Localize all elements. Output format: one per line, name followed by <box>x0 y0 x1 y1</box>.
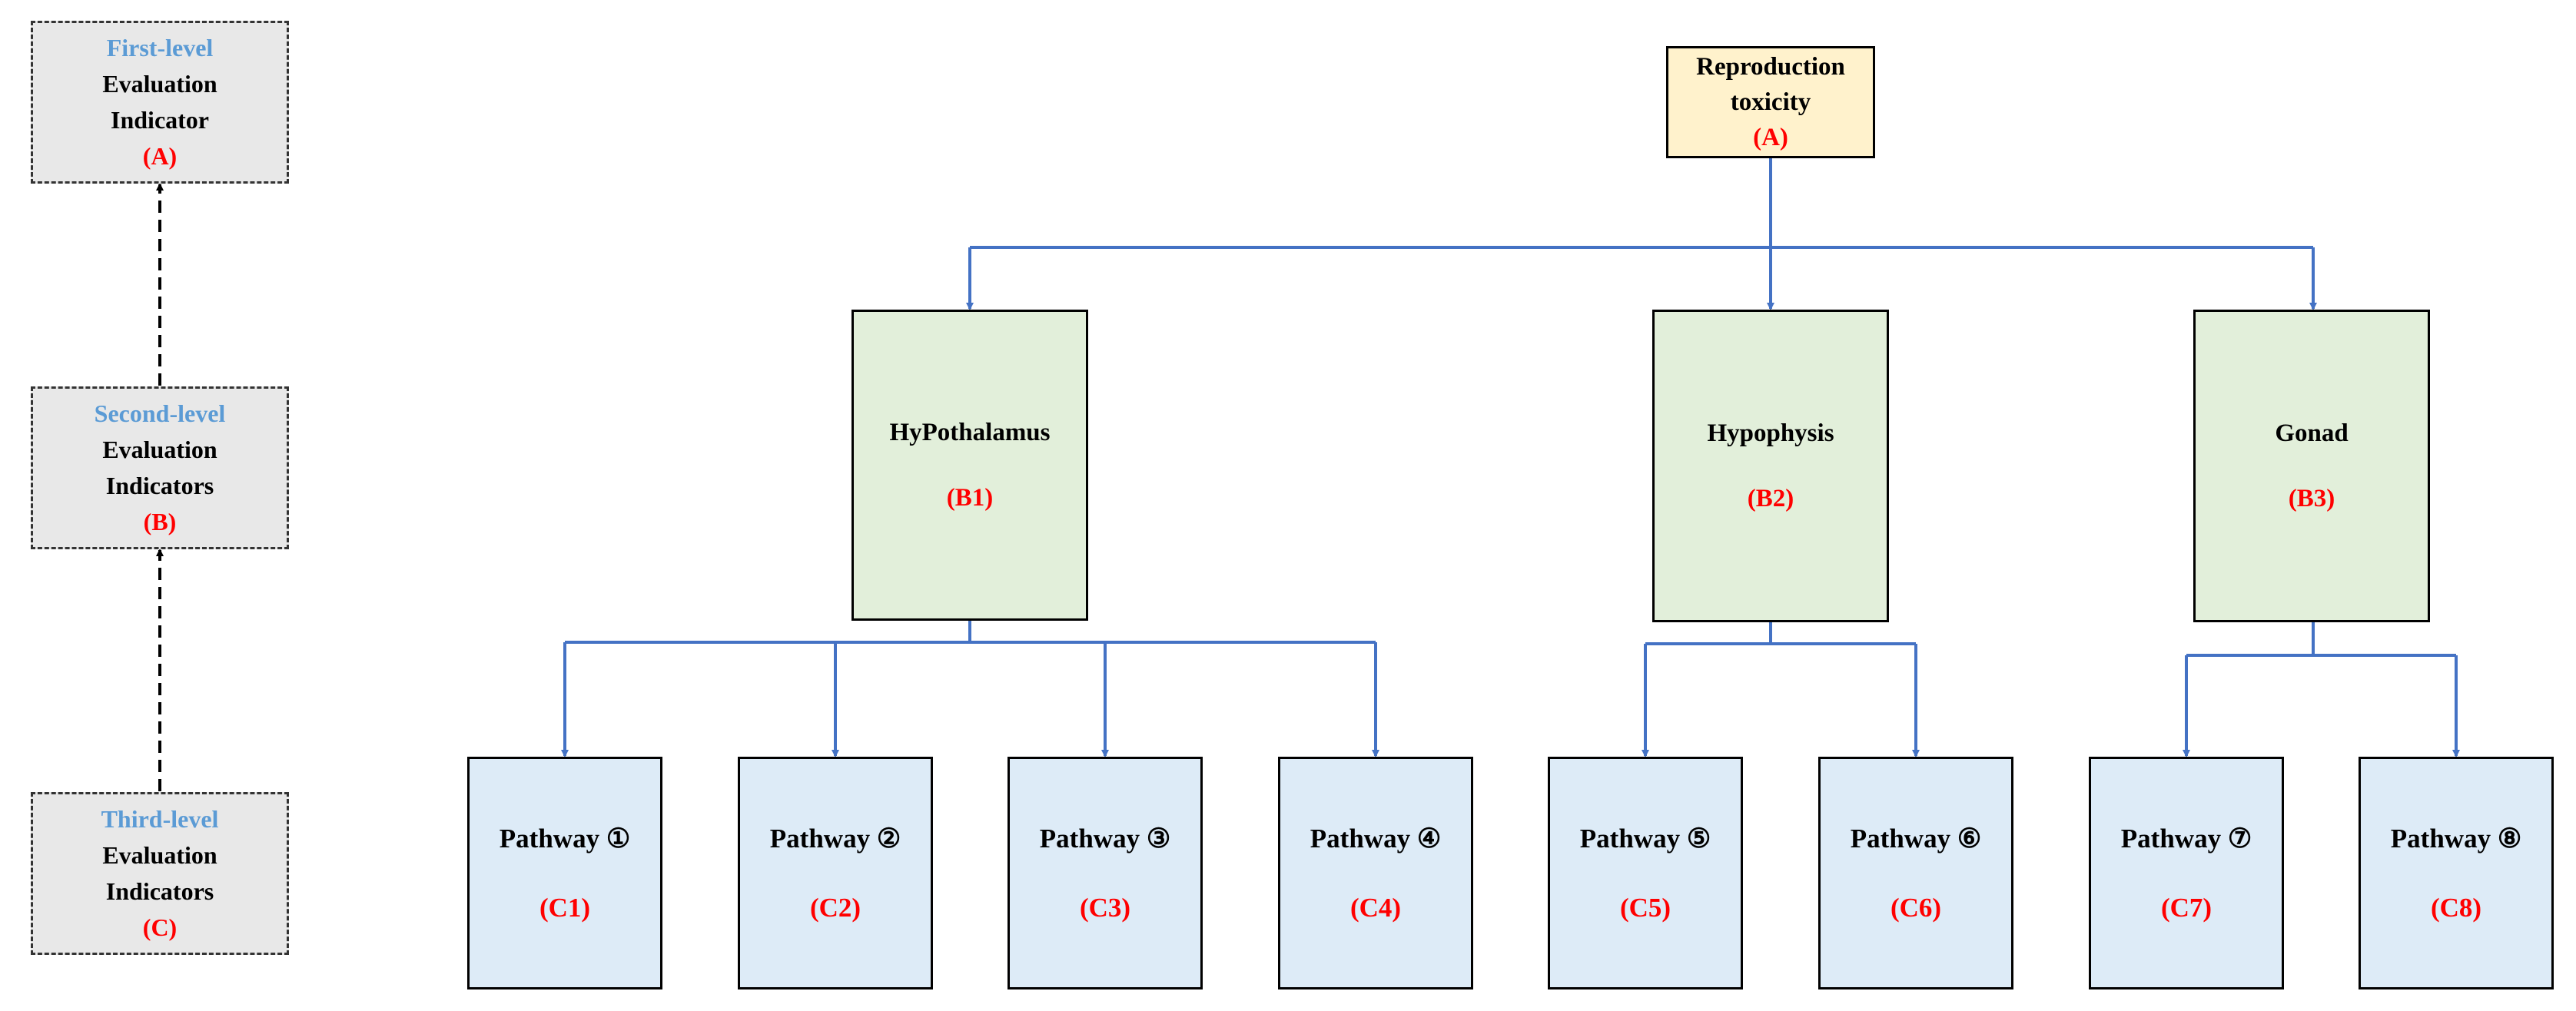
third-level-node-c8: Pathway ⑧ (C8) <box>2359 757 2554 989</box>
third-level-node-c6: Pathway ⑥ (C6) <box>1818 757 2013 989</box>
root-node: Reproduction toxicity (A) <box>1666 46 1875 158</box>
root-connectors <box>966 157 2317 310</box>
node-label: Hypophysis <box>1707 419 1834 447</box>
legend-level-label: First-level <box>106 34 214 61</box>
node-code: (C1) <box>539 892 591 923</box>
second-level-node-b3: Gonad (B3) <box>2193 310 2430 622</box>
third-level-node-c7: Pathway ⑦ (C7) <box>2089 757 2284 989</box>
node-label: Pathway ① <box>499 823 631 854</box>
legend-text-line: Evaluation <box>102 841 217 869</box>
root-code: (A) <box>1753 124 1788 151</box>
node-label: Pathway ② <box>769 823 901 854</box>
node-label: Pathway ③ <box>1039 823 1171 854</box>
legend-text-line: Evaluation <box>102 436 217 463</box>
legend-level-label: Second-level <box>94 399 226 427</box>
node-label: HyPothalamus <box>889 418 1051 446</box>
third-level-node-c3: Pathway ③ (C3) <box>1007 757 1203 989</box>
legend-third-level: Third-level Evaluation Indicators (C) <box>31 792 289 955</box>
node-code: (C4) <box>1349 892 1402 923</box>
node-code: (C7) <box>2160 892 2213 923</box>
node-label: Pathway ⑤ <box>1579 823 1711 854</box>
second-level-node-b1: HyPothalamus (B1) <box>851 310 1088 621</box>
node-label: Pathway ④ <box>1310 823 1442 854</box>
node-label: Pathway ⑧ <box>2390 823 2522 854</box>
node-label: Pathway ⑥ <box>1850 823 1982 854</box>
legend-text-line: Indicator <box>111 106 209 134</box>
legend-code: (B) <box>143 508 177 535</box>
third-level-node-c5: Pathway ⑤ (C5) <box>1548 757 1743 989</box>
legend-first-level: First-level Evaluation Indicator (A) <box>31 21 289 184</box>
legend-code: (A) <box>142 142 178 170</box>
legend-text-line: Indicators <box>105 472 214 499</box>
node-code: (C3) <box>1079 892 1131 923</box>
b1-connectors <box>561 619 1379 757</box>
legend-text-line: Indicators <box>105 877 214 905</box>
b2-connectors <box>1642 621 1920 757</box>
legend-level-label: Third-level <box>101 805 219 833</box>
node-label: Gonad <box>2275 419 2349 447</box>
node-code: (B2) <box>1747 484 1794 512</box>
second-level-node-b2: Hypophysis (B2) <box>1652 310 1889 622</box>
third-level-node-c4: Pathway ④ (C4) <box>1278 757 1473 989</box>
node-code: (B1) <box>946 483 994 512</box>
third-level-node-c2: Pathway ② (C2) <box>738 757 933 989</box>
legend-text-line: Evaluation <box>102 70 217 98</box>
root-label-line: Reproduction <box>1696 53 1845 81</box>
third-level-node-c1: Pathway ① (C1) <box>467 757 662 989</box>
node-code: (B3) <box>2288 484 2335 512</box>
node-code: (C6) <box>1890 892 1942 923</box>
b3-connectors <box>2183 621 2460 757</box>
node-label: Pathway ⑦ <box>2120 823 2252 854</box>
root-label-line: toxicity <box>1730 88 1811 116</box>
node-code: (C8) <box>2430 892 2482 923</box>
node-code: (C5) <box>1619 892 1671 923</box>
node-code: (C2) <box>809 892 861 923</box>
legend-second-level: Second-level Evaluation Indicators (B) <box>31 386 289 549</box>
legend-code: (C) <box>142 913 178 941</box>
